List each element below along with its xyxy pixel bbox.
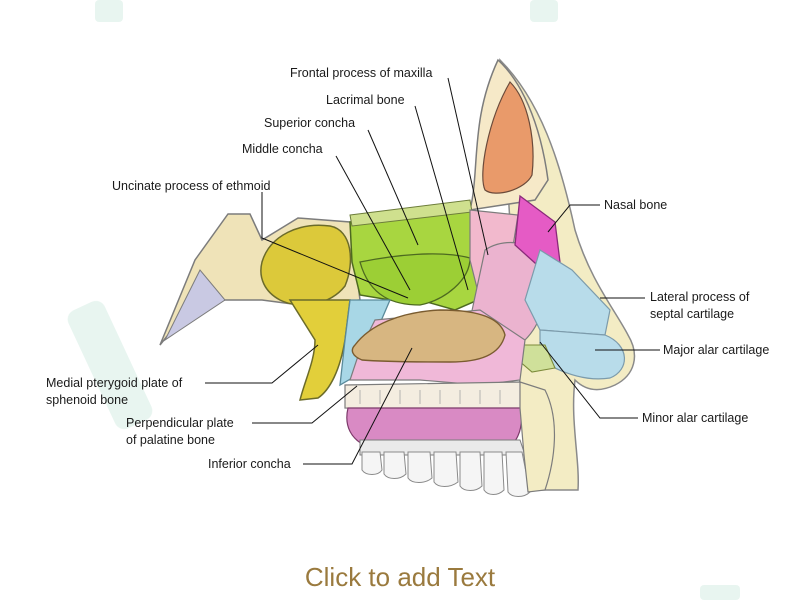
hard-palate xyxy=(344,381,541,411)
tooth xyxy=(383,451,407,479)
label-middle-concha: Middle concha xyxy=(242,142,323,156)
label-major-alar-cartilage: Major alar cartilage xyxy=(663,343,769,357)
medial-pterygoid-plate xyxy=(288,299,351,401)
sphenoid-sinus xyxy=(260,224,352,306)
add-text-placeholder[interactable]: Click to add Text xyxy=(304,562,496,592)
label-perpendicular-plate-line1: Perpendicular plate xyxy=(126,416,234,430)
label-minor-alar-cartilage: Minor alar cartilage xyxy=(642,411,748,425)
teeth xyxy=(361,451,531,497)
tooth xyxy=(407,451,433,483)
label-lateral-process-line1: Lateral process of xyxy=(650,290,750,304)
tooth xyxy=(459,451,483,491)
label-superior-concha: Superior concha xyxy=(264,116,355,130)
label-inferior-concha: Inferior concha xyxy=(208,457,291,471)
label-nasal-bone: Nasal bone xyxy=(604,198,667,212)
sphenoid-posterior-tip xyxy=(163,269,226,342)
label-lateral-process-line2: septal cartilage xyxy=(650,307,734,321)
middle-concha-edge xyxy=(359,253,471,306)
label-medial-pterygoid-line2: sphenoid bone xyxy=(46,393,128,407)
label-uncinate-process: Uncinate process of ethmoid xyxy=(112,179,270,193)
watermark xyxy=(67,0,740,600)
label-medial-pterygoid-line1: Medial pterygoid plate of xyxy=(46,376,183,390)
tooth xyxy=(433,451,459,487)
leader-lines xyxy=(205,77,660,465)
tooth xyxy=(361,451,383,475)
inferior-concha xyxy=(351,309,506,363)
premaxilla xyxy=(519,381,556,493)
frontal-sinus xyxy=(482,81,534,194)
diagram-labels: Frontal process of maxilla Lacrimal bone… xyxy=(46,66,769,471)
tooth xyxy=(483,451,505,495)
label-perpendicular-plate-line2: of palatine bone xyxy=(126,433,215,447)
label-frontal-process: Frontal process of maxilla xyxy=(290,66,432,80)
label-lacrimal-bone: Lacrimal bone xyxy=(326,93,405,107)
palate-texture xyxy=(359,390,501,404)
